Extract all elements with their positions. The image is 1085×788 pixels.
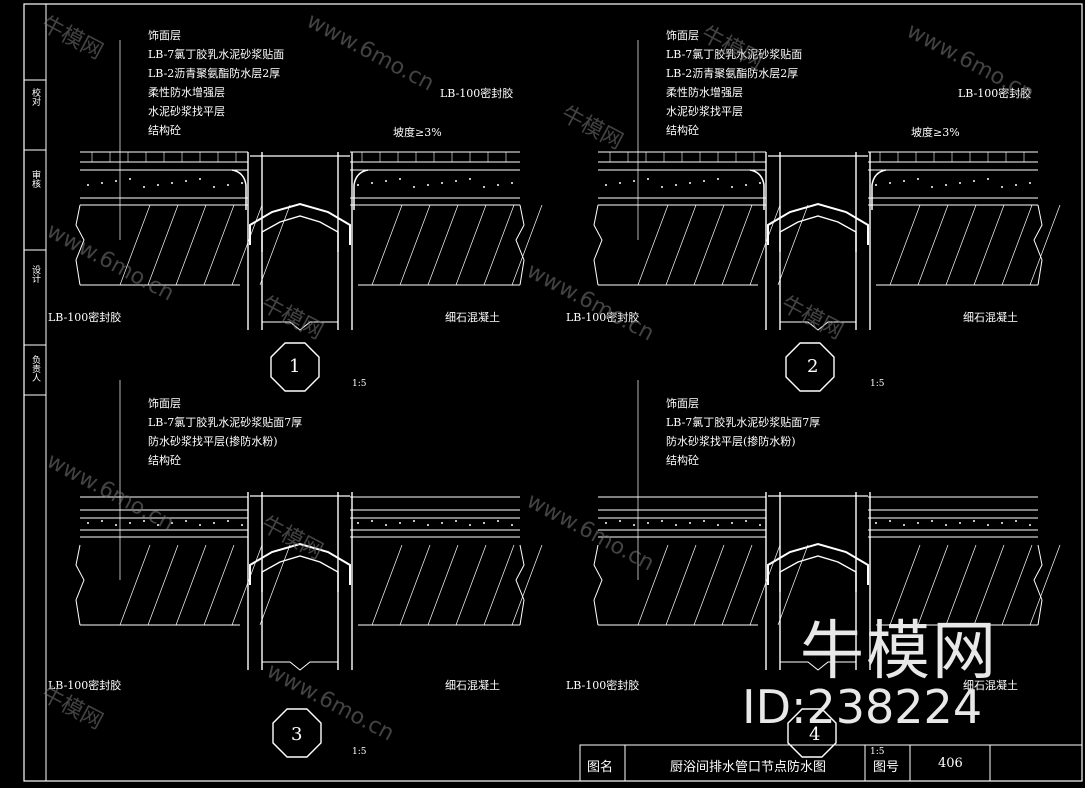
detail-1-sealant-top: LB-100密封胶	[440, 87, 514, 100]
detail-1-slope: 坡度≥3%	[393, 126, 442, 139]
detail-3-layer-4: 结构砼	[148, 454, 181, 467]
detail-2-layer-5: 水泥砂浆找平层	[666, 105, 743, 118]
detail-2-sealant-top: LB-100密封胶	[958, 87, 1032, 100]
detail-1-number: 1	[289, 356, 301, 377]
detail-2-scale: 1:5	[870, 379, 885, 389]
detail-4-scale: 1:5	[870, 747, 885, 757]
detail-3	[75, 380, 543, 671]
detail-3-layer-2: LB-7氯丁胶乳水泥砂浆贴面7厚	[148, 416, 303, 429]
detail-1	[75, 40, 543, 331]
side-label-3: 设计	[30, 265, 40, 283]
id-watermark: ID:238224	[742, 680, 983, 734]
detail-4-concrete: 细石混凝土	[963, 679, 1018, 692]
brand-watermark: 牛模网	[800, 615, 998, 689]
detail-4-number: 4	[809, 724, 821, 745]
drawing-number: 406	[938, 756, 963, 771]
detail-marker-2	[785, 342, 835, 392]
detail-2-sealant-bottom: LB-100密封胶	[566, 311, 640, 324]
detail-marker-3	[272, 708, 322, 758]
detail-marker-1	[270, 342, 320, 392]
detail-1-layer-5: 水泥砂浆找平层	[148, 105, 225, 118]
detail-4-layer-3: 防水砂浆找平层(掺防水粉)	[666, 435, 796, 448]
detail-2	[593, 40, 1061, 331]
detail-3-sealant-bottom: LB-100密封胶	[48, 679, 122, 692]
detail-2-layer-3: LB-2沥青聚氨酯防水层2厚	[666, 67, 799, 80]
side-label-4: 负责人	[30, 355, 40, 382]
detail-1-concrete: 细石混凝土	[445, 311, 500, 324]
side-label-2: 审核	[30, 170, 40, 188]
detail-marker-4	[787, 708, 837, 758]
detail-4-layer-4: 结构砼	[666, 454, 699, 467]
title-number-label: 图号	[873, 760, 900, 775]
detail-4-sealant-bottom: LB-100密封胶	[566, 679, 640, 692]
detail-1-scale: 1:5	[352, 379, 367, 389]
detail-3-scale: 1:5	[352, 747, 367, 757]
detail-2-layer-6: 结构砼	[666, 124, 699, 137]
detail-1-layer-3: LB-2沥青聚氨酯防水层2厚	[148, 67, 281, 80]
detail-1-layer-2: LB-7氯丁胶乳水泥砂浆贴面	[148, 48, 285, 61]
title-name-label: 图名	[587, 760, 614, 775]
detail-2-number: 2	[807, 356, 819, 377]
detail-1-sealant-bottom: LB-100密封胶	[48, 311, 122, 324]
detail-1-layer-6: 结构砼	[148, 124, 181, 137]
detail-2-slope: 坡度≥3%	[911, 126, 960, 139]
detail-1-layer-4: 柔性防水增强层	[148, 86, 225, 99]
detail-1-layer-1: 饰面层	[148, 29, 181, 42]
side-label-1: 校对	[30, 88, 40, 106]
detail-3-layer-3: 防水砂浆找平层(掺防水粉)	[148, 435, 278, 448]
detail-4	[593, 380, 1061, 671]
detail-3-number: 3	[291, 724, 303, 745]
detail-2-concrete: 细石混凝土	[963, 311, 1018, 324]
detail-2-layer-4: 柔性防水增强层	[666, 86, 743, 99]
detail-4-layer-1: 饰面层	[666, 397, 699, 410]
detail-4-layer-2: LB-7氯丁胶乳水泥砂浆贴面7厚	[666, 416, 821, 429]
detail-3-layer-1: 饰面层	[148, 397, 181, 410]
detail-3-concrete: 细石混凝土	[445, 679, 500, 692]
detail-2-layer-1: 饰面层	[666, 29, 699, 42]
drawing-title: 厨浴间排水管口节点防水图	[670, 760, 827, 775]
detail-2-layer-2: LB-7氯丁胶乳水泥砂浆贴面	[666, 48, 803, 61]
